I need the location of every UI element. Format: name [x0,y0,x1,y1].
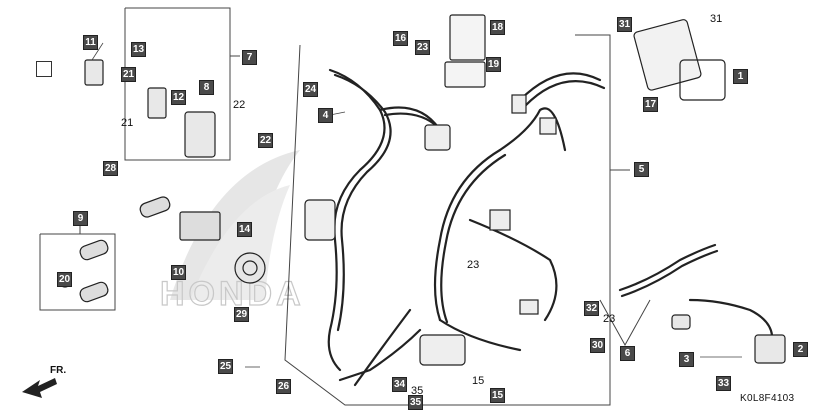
callout-26[interactable]: 26 [276,379,291,394]
callout-29[interactable]: 29 [234,307,249,322]
harness-connectors [304,94,557,366]
horn-14 [234,252,266,284]
callout-10[interactable]: 10 [171,265,186,280]
group-frame-6 [599,299,651,347]
callout-5[interactable]: 5 [634,162,649,177]
callout-2[interactable]: 2 [793,342,808,357]
callout-9[interactable]: 9 [73,211,88,226]
callout-22[interactable]: 22 [258,133,273,148]
callout-28[interactable]: 28 [103,161,118,176]
label-21: 21 [121,117,134,129]
ecu-units [444,14,486,88]
coil-2 [671,314,786,364]
callout-18[interactable]: 18 [490,20,505,35]
group-frame-7 [124,7,240,161]
group-frame-9 [39,225,116,311]
callout-21[interactable]: 21 [121,67,136,82]
label-22: 22 [233,99,246,111]
leader-lines [91,42,742,368]
honda-watermark-text: HONDA [160,275,305,313]
group-frame-5 [284,34,630,406]
callout-15[interactable]: 15 [490,388,505,403]
callout-30[interactable]: 30 [590,338,605,353]
label-35-partial: 35 [411,385,424,397]
callout-6[interactable]: 6 [620,346,635,361]
callout-23[interactable]: 23 [415,40,430,55]
callout-17[interactable]: 17 [643,97,658,112]
callout-8[interactable]: 8 [199,80,214,95]
callout-34[interactable]: 34 [392,377,407,392]
callout-35[interactable]: 35 [408,395,423,410]
front-arrow-icon [22,378,57,398]
label-23-upper: 23 [467,259,480,271]
callout-7[interactable]: 7 [242,50,257,65]
label-31: 31 [710,13,723,25]
callout-24[interactable]: 24 [303,82,318,97]
module-17 [633,19,726,101]
callout-3[interactable]: 3 [679,352,694,367]
label-15: 15 [472,375,485,387]
callout-20[interactable]: 20 [57,272,72,287]
label-23-lower: 23 [603,313,616,325]
diagram-code: K0L8F4103 [740,393,795,404]
callout-4[interactable]: 4 [318,108,333,123]
callout-31[interactable]: 31 [617,17,632,32]
callout-12[interactable]: 12 [171,90,186,105]
callout-14[interactable]: 14 [237,222,252,237]
callout-13[interactable]: 13 [131,42,146,57]
callout-33[interactable]: 33 [716,376,731,391]
callout-32[interactable]: 32 [584,301,599,316]
direction-label: FR. [50,365,67,376]
main-harness [327,68,774,387]
callout-25[interactable]: 25 [218,359,233,374]
callout-16[interactable]: 16 [393,31,408,46]
reference-square [36,61,52,77]
callout-1[interactable]: 1 [733,69,748,84]
switch-parts [84,59,216,158]
callout-19[interactable]: 19 [486,57,501,72]
callout-11[interactable]: 11 [83,35,98,50]
